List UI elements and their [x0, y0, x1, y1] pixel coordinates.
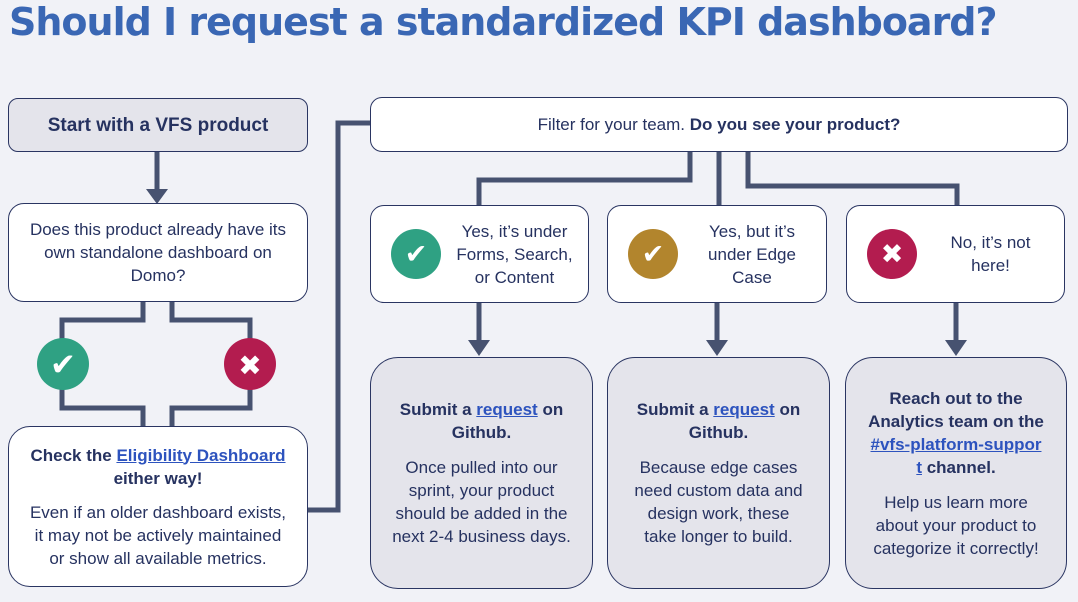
connector-filter-to-option3 [745, 152, 960, 205]
connector-filter-to-option1 [476, 152, 693, 205]
filter-node: Filter for your team. Do you see your pr… [370, 97, 1068, 152]
red-cross-icon: ✖ [867, 229, 917, 279]
filter-node-text: Filter for your team. Do you see your pr… [537, 115, 901, 134]
arrowhead-down-icon [706, 340, 728, 356]
arrowhead-down-icon [146, 189, 168, 204]
github-request-link[interactable]: request [713, 400, 775, 419]
start-node-label: Start with a VFS product [47, 114, 269, 136]
vfs-platform-support-link[interactable]: #vfs-platform-suppor [870, 434, 1042, 454]
green-check-icon: ✔ [391, 229, 441, 279]
page-title: Should I request a standardized KPI dash… [9, 0, 998, 44]
connector-eligibility-to-filter [308, 120, 370, 513]
eligibility-dashboard-link[interactable]: Eligibility Dashboard [116, 445, 286, 465]
github-request-link[interactable]: request [476, 400, 538, 419]
start-node: Start with a VFS product [8, 98, 308, 152]
yes-check-icon: ✔ [37, 338, 89, 390]
vfs-platform-support-link[interactable]: t [916, 457, 922, 477]
eligibility-node-body: Even if an older dashboard exists,it may… [29, 502, 287, 568]
svg-text:✔: ✔ [50, 347, 76, 383]
no-cross-icon: ✖ [224, 338, 276, 390]
arrowhead-down-icon [468, 340, 490, 356]
arrowhead-down-icon [945, 340, 967, 356]
gold-check-icon: ✔ [628, 229, 678, 279]
svg-text:✖: ✖ [238, 349, 261, 382]
